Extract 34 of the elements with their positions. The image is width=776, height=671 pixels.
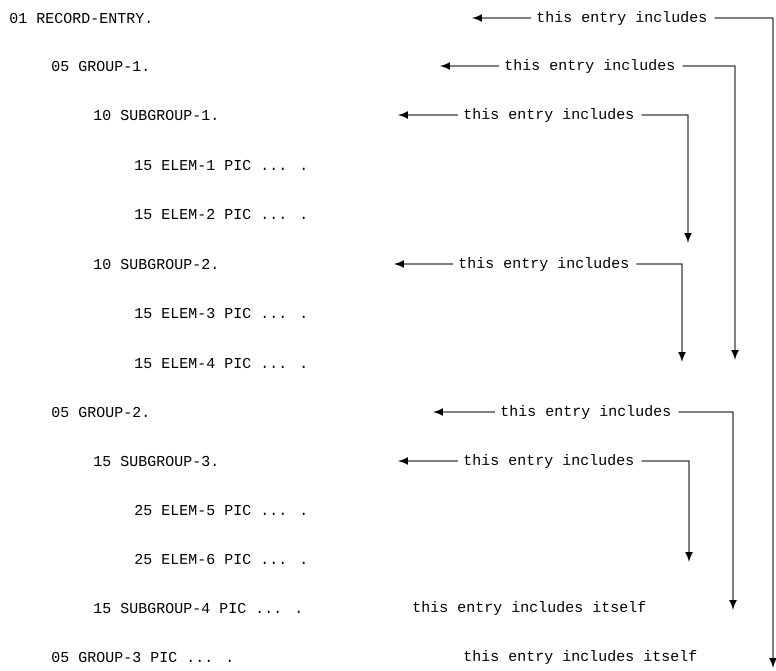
arrow (441, 62, 500, 70)
code-line: 15 SUBGROUP-3. (94, 456, 216, 466)
bracket-arrow (640, 460, 693, 561)
annotation-text: this entry includes (506, 59, 674, 73)
bracket-arrow (640, 114, 692, 242)
bracket-arrow (714, 18, 776, 667)
annotation-text: this entry includes (502, 405, 670, 419)
annotation-text: this entry includes (464, 454, 633, 468)
code-line: 25 ELEM-5 PIC ... . (135, 504, 305, 516)
code-line: 10 SUBGROUP-1. (94, 110, 216, 120)
code-line: 25 ELEM-6 PIC ... . (135, 554, 305, 564)
arrow (395, 260, 454, 268)
annotation-text: this entry includes (538, 11, 706, 25)
code-line: 15 ELEM-2 PIC ... . (135, 208, 305, 220)
code-line: 15 SUBGROUP-4 PIC ... . (94, 602, 300, 614)
code-line: 15 ELEM-3 PIC ... . (135, 308, 305, 318)
bracket-arrow (678, 412, 737, 609)
annotation-text: this entry includes (460, 257, 628, 271)
code-line: 05 GROUP-1. (52, 60, 147, 72)
arrow (399, 457, 458, 465)
annotation-text: this entry includes (464, 108, 633, 122)
annotation-text: this entry includes itself (414, 601, 646, 615)
code-line: 10 SUBGROUP-2. (94, 258, 216, 270)
arrow (399, 111, 458, 119)
arrow (473, 14, 532, 22)
code-line: 01 RECORD-ENTRY. (10, 12, 150, 24)
code-line: 05 GROUP-3 PIC ... . (52, 652, 231, 662)
code-line: 15 ELEM-4 PIC ... . (135, 358, 305, 368)
code-line: 15 ELEM-1 PIC ... . (135, 160, 305, 170)
bracket-arrow (682, 66, 739, 359)
bracket-arrow (636, 264, 686, 361)
annotation-text: this entry includes itself (464, 650, 696, 664)
code-line: 05 GROUP-2. (52, 406, 147, 418)
arrow (434, 408, 496, 416)
